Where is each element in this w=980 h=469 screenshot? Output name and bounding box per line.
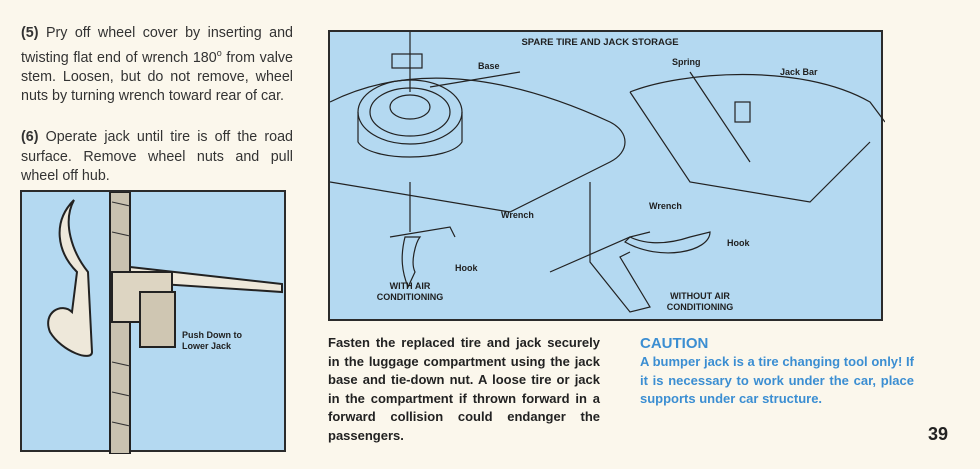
step-text-cont: from valve stem. Loosen, but do not remo… — [21, 49, 294, 105]
without-ac-label: WITHOUT AIR CONDITIONING — [666, 291, 734, 312]
storage-figure: SPARE TIRE AND JACK STORAGE Base Spring … — [328, 30, 885, 321]
hook-right-label: Hook — [727, 238, 750, 248]
base-label: Base — [478, 61, 500, 71]
push-down-label: Push Down to Lower Jack — [182, 330, 242, 351]
step-6: (6) Operate jack until tire is off the r… — [21, 128, 293, 187]
step-text: Pry off wheel cover by inserting and twi… — [21, 25, 293, 66]
wrench-left-label: Wrench — [501, 210, 534, 220]
page-number: 39 — [928, 424, 949, 444]
storage-illustration — [330, 32, 885, 313]
step-number: (5) — [21, 25, 39, 41]
figure-title: SPARE TIRE AND JACK STORAGE — [521, 37, 679, 48]
spring-label: Spring — [672, 57, 701, 67]
hook-left-label: Hook — [455, 263, 478, 273]
step-text: Operate jack until tire is off the road … — [21, 129, 293, 184]
jack-bar-label: Jack Bar — [780, 67, 818, 77]
jack-figure: Push Down to Lower Jack — [20, 190, 286, 454]
caution-heading: CAUTION — [640, 335, 709, 352]
jack-illustration — [47, 192, 283, 454]
caution-box: CAUTION A bumper jack is a tire changing… — [640, 334, 914, 409]
step-number: (6) — [21, 129, 39, 145]
body-text: Fasten the replaced tire and jack secure… — [328, 335, 600, 443]
degree-superscript: o — [216, 47, 222, 58]
caution-text: A bumper jack is a tire changing tool on… — [640, 354, 914, 407]
wrench-right-label: Wrench — [649, 201, 682, 211]
with-ac-label: WITH AIR CONDITIONING — [376, 281, 444, 302]
step-5: (5) Pry off wheel cover by inserting and… — [21, 24, 293, 107]
